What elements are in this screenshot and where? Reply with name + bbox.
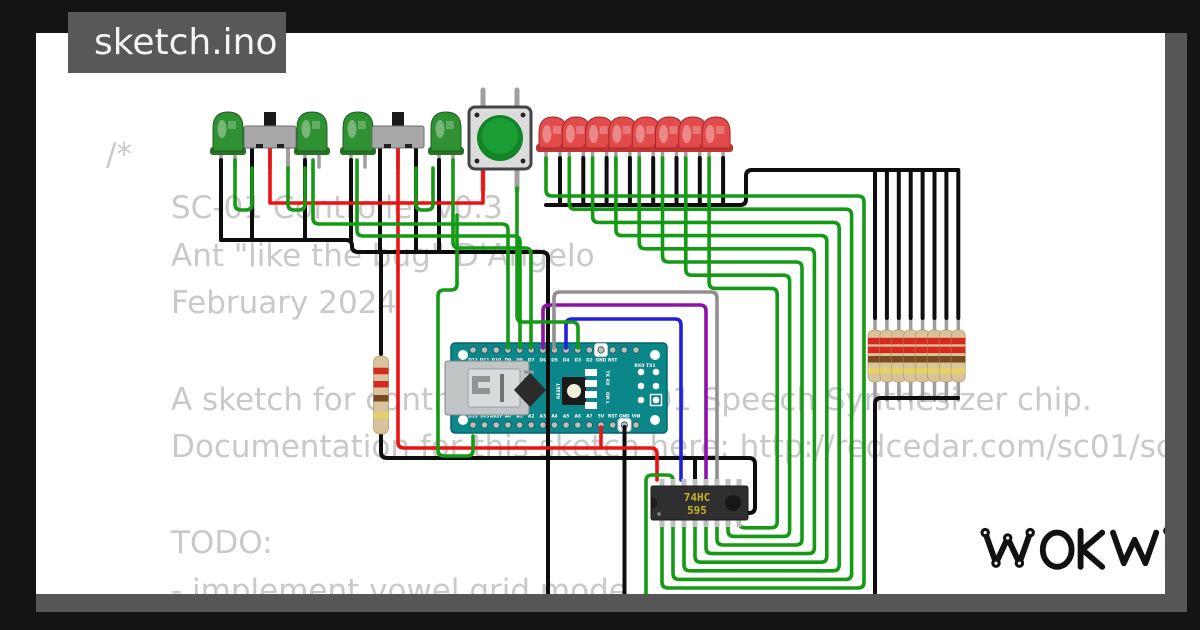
page-shadow-bottom <box>36 594 1187 612</box>
frame-bottom <box>0 612 1200 630</box>
code-line: /* <box>106 137 132 173</box>
code-line: Documentation for this sketch here: http… <box>171 429 1165 465</box>
frame-right <box>1187 0 1200 630</box>
code-line: Ant "like the bug" D'Angelo <box>171 238 595 274</box>
code-line: - implement vowel grid mode <box>171 573 628 594</box>
code-line: A sketch for controlling the SC-01 Speec… <box>171 382 1092 418</box>
page-shadow-right <box>1165 33 1187 612</box>
code-line: TODO: <box>171 525 273 561</box>
code-line: February 2024 <box>171 285 398 321</box>
frame-left <box>0 0 36 630</box>
file-tab: sketch.ino <box>68 12 286 73</box>
code-line: SC-01 Controller v0.3 <box>171 190 503 226</box>
sketch-page: /* SC-01 Controller v0.3 Ant "like the b… <box>36 33 1165 594</box>
